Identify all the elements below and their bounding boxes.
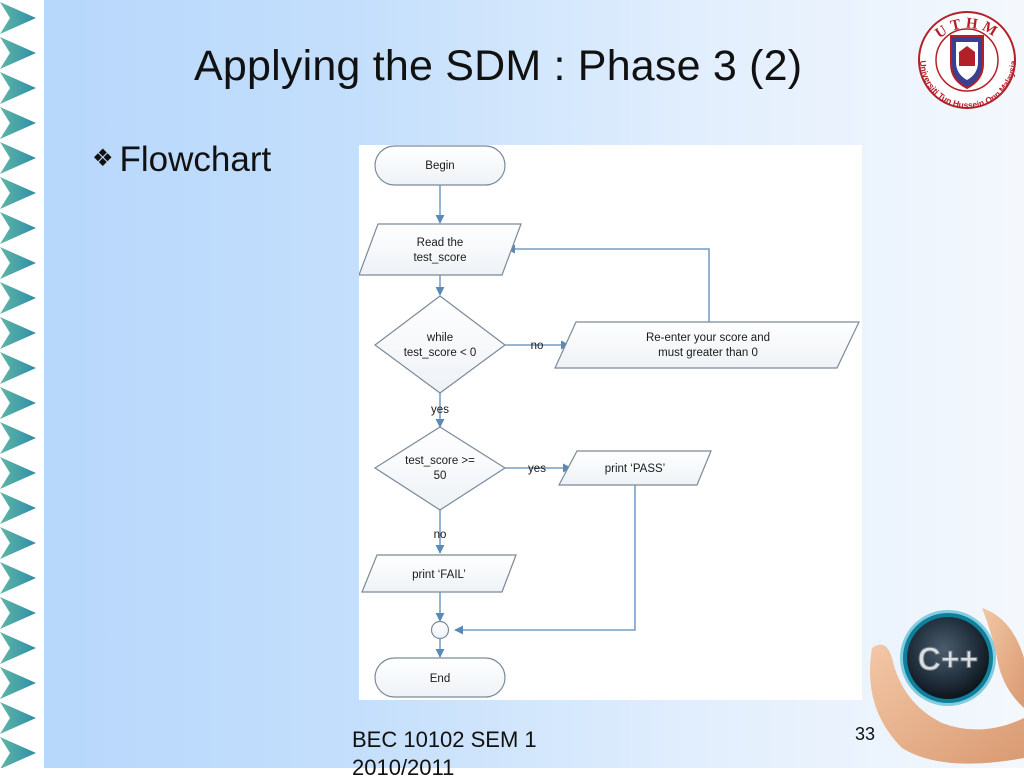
uthm-logo-icon: UTHM Universiti Tun Hussein Onn Malaysia	[918, 11, 1018, 110]
label-no-if: no	[434, 529, 447, 541]
label-begin: Begin	[425, 160, 454, 172]
chevron-decoration	[0, 667, 36, 699]
cpp-badge-text: C++	[918, 641, 978, 677]
node-merge-connector	[430, 620, 450, 640]
footer-line-year: 2010/2011	[352, 755, 455, 780]
label-print-fail: print ‘FAIL’	[412, 569, 466, 581]
chevron-decoration	[0, 177, 36, 209]
chevron-decoration	[0, 597, 36, 629]
label-print-pass: print ‘PASS’	[605, 463, 666, 475]
label-yes-while: yes	[431, 404, 449, 416]
chevron-decoration	[0, 562, 36, 594]
chevron-decoration	[0, 317, 36, 349]
chevron-decoration	[0, 107, 36, 139]
chevron-decoration	[0, 632, 36, 664]
node-reenter-score	[554, 321, 860, 369]
chevron-decoration	[0, 247, 36, 279]
arrow-reenter-loop-back	[506, 244, 710, 322]
node-begin	[374, 145, 506, 186]
label-reenter-line2: must greater than 0	[658, 347, 758, 359]
chevron-decoration	[0, 422, 36, 454]
chevron-decoration	[0, 2, 36, 34]
node-print-pass	[558, 450, 712, 486]
footer-line-course: BEC 10102 SEM 1	[352, 727, 537, 752]
bullet-flowchart: ❖Flowchart	[92, 140, 271, 180]
cpp-badge-hands-icon: C++	[870, 608, 1024, 764]
chevron-decoration	[0, 212, 36, 244]
chevron-decoration	[0, 387, 36, 419]
page-number: 33	[855, 724, 876, 744]
node-read-test-score	[359, 223, 522, 276]
label-if-line1: test_score >=	[405, 455, 475, 467]
label-no-while: no	[531, 340, 544, 352]
chevron-decoration	[0, 282, 36, 314]
flowchart-diagram: Begin Read the test_score while test_sco…	[359, 145, 862, 700]
label-end: End	[430, 673, 450, 685]
label-if-line2: 50	[434, 470, 447, 482]
label-while-line1: while	[426, 332, 453, 344]
chevron-decoration	[0, 72, 36, 104]
chevron-decoration	[0, 702, 36, 734]
arrow-pass-to-merge	[454, 485, 636, 635]
bullet-text: Flowchart	[119, 140, 272, 179]
decorative-chevron-strip	[0, 0, 44, 768]
label-yes-if: yes	[528, 463, 546, 475]
chevron-decoration	[0, 352, 36, 384]
slide-title: Applying the SDM : Phase 3 (2)	[194, 42, 803, 90]
chevron-decoration	[0, 37, 36, 69]
node-if-decision	[373, 426, 507, 511]
label-read-line2: test_score	[413, 252, 466, 264]
chevron-decoration	[0, 142, 36, 174]
chevron-decoration	[0, 457, 36, 489]
bullet-diamond-icon: ❖	[92, 145, 114, 172]
label-while-line2: test_score < 0	[404, 347, 477, 359]
chevron-decoration	[0, 492, 36, 524]
label-read-line1: Read the	[417, 237, 464, 249]
footer-course-info: BEC 10102 SEM 1 2010/2011	[352, 726, 612, 782]
node-while-decision	[373, 295, 507, 394]
node-end	[374, 657, 506, 698]
node-print-fail	[361, 554, 517, 593]
chevron-decoration	[0, 527, 36, 559]
label-reenter-line1: Re-enter your score and	[646, 332, 770, 344]
chevron-decoration	[0, 737, 36, 768]
